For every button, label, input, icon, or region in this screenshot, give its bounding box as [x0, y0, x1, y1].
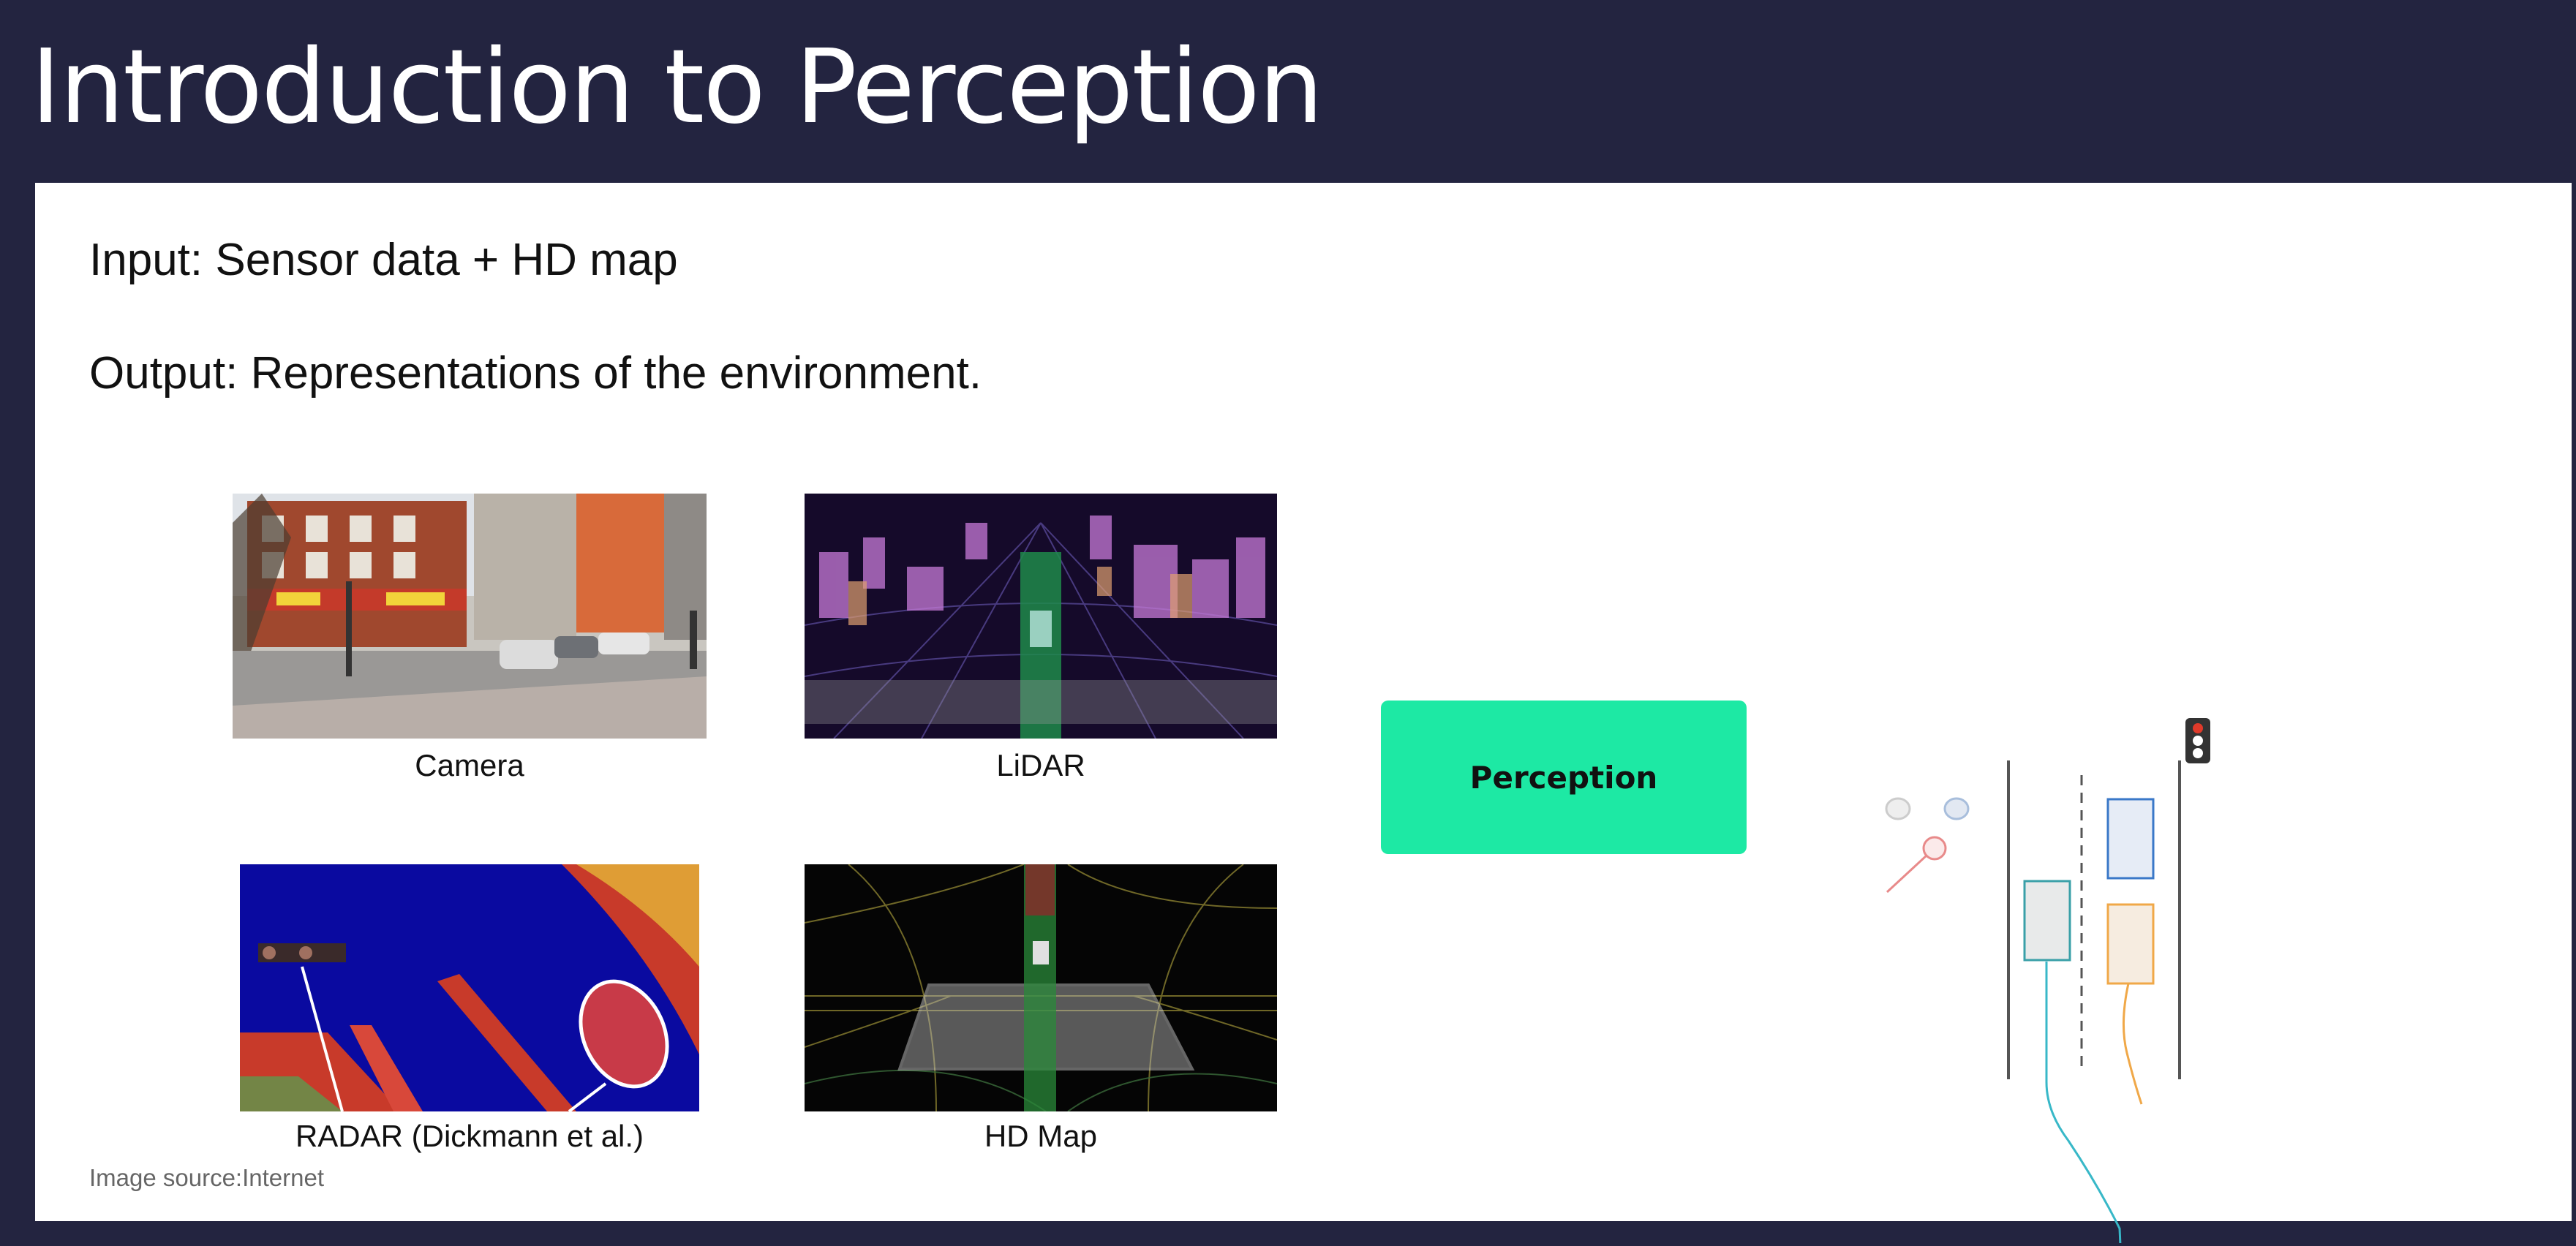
environment-representation [1827, 526, 2266, 1246]
input-text: Input: Sensor data + HD map [89, 235, 678, 285]
slide-content: Input: Sensor data + HD map Output: Repr… [35, 183, 2572, 1246]
hdmap-image [805, 864, 1277, 1111]
lidar-caption: LiDAR [996, 748, 1085, 782]
slide-title: Introduction to Perception [31, 28, 1324, 147]
hdmap-caption: HD Map [984, 1119, 1098, 1153]
image-source-note: Image source:Internet [89, 1164, 325, 1191]
camera-caption: Camera [415, 748, 524, 782]
camera-image [233, 494, 707, 739]
output-text: Output: Representations of the environme… [89, 348, 982, 399]
lidar-image [805, 494, 1277, 739]
perception-label: Perception [1469, 759, 1658, 796]
radar-caption: RADAR (Dickmann et al.) [295, 1119, 644, 1153]
perception-block: Perception [1381, 701, 1747, 854]
radar-image [240, 864, 699, 1111]
